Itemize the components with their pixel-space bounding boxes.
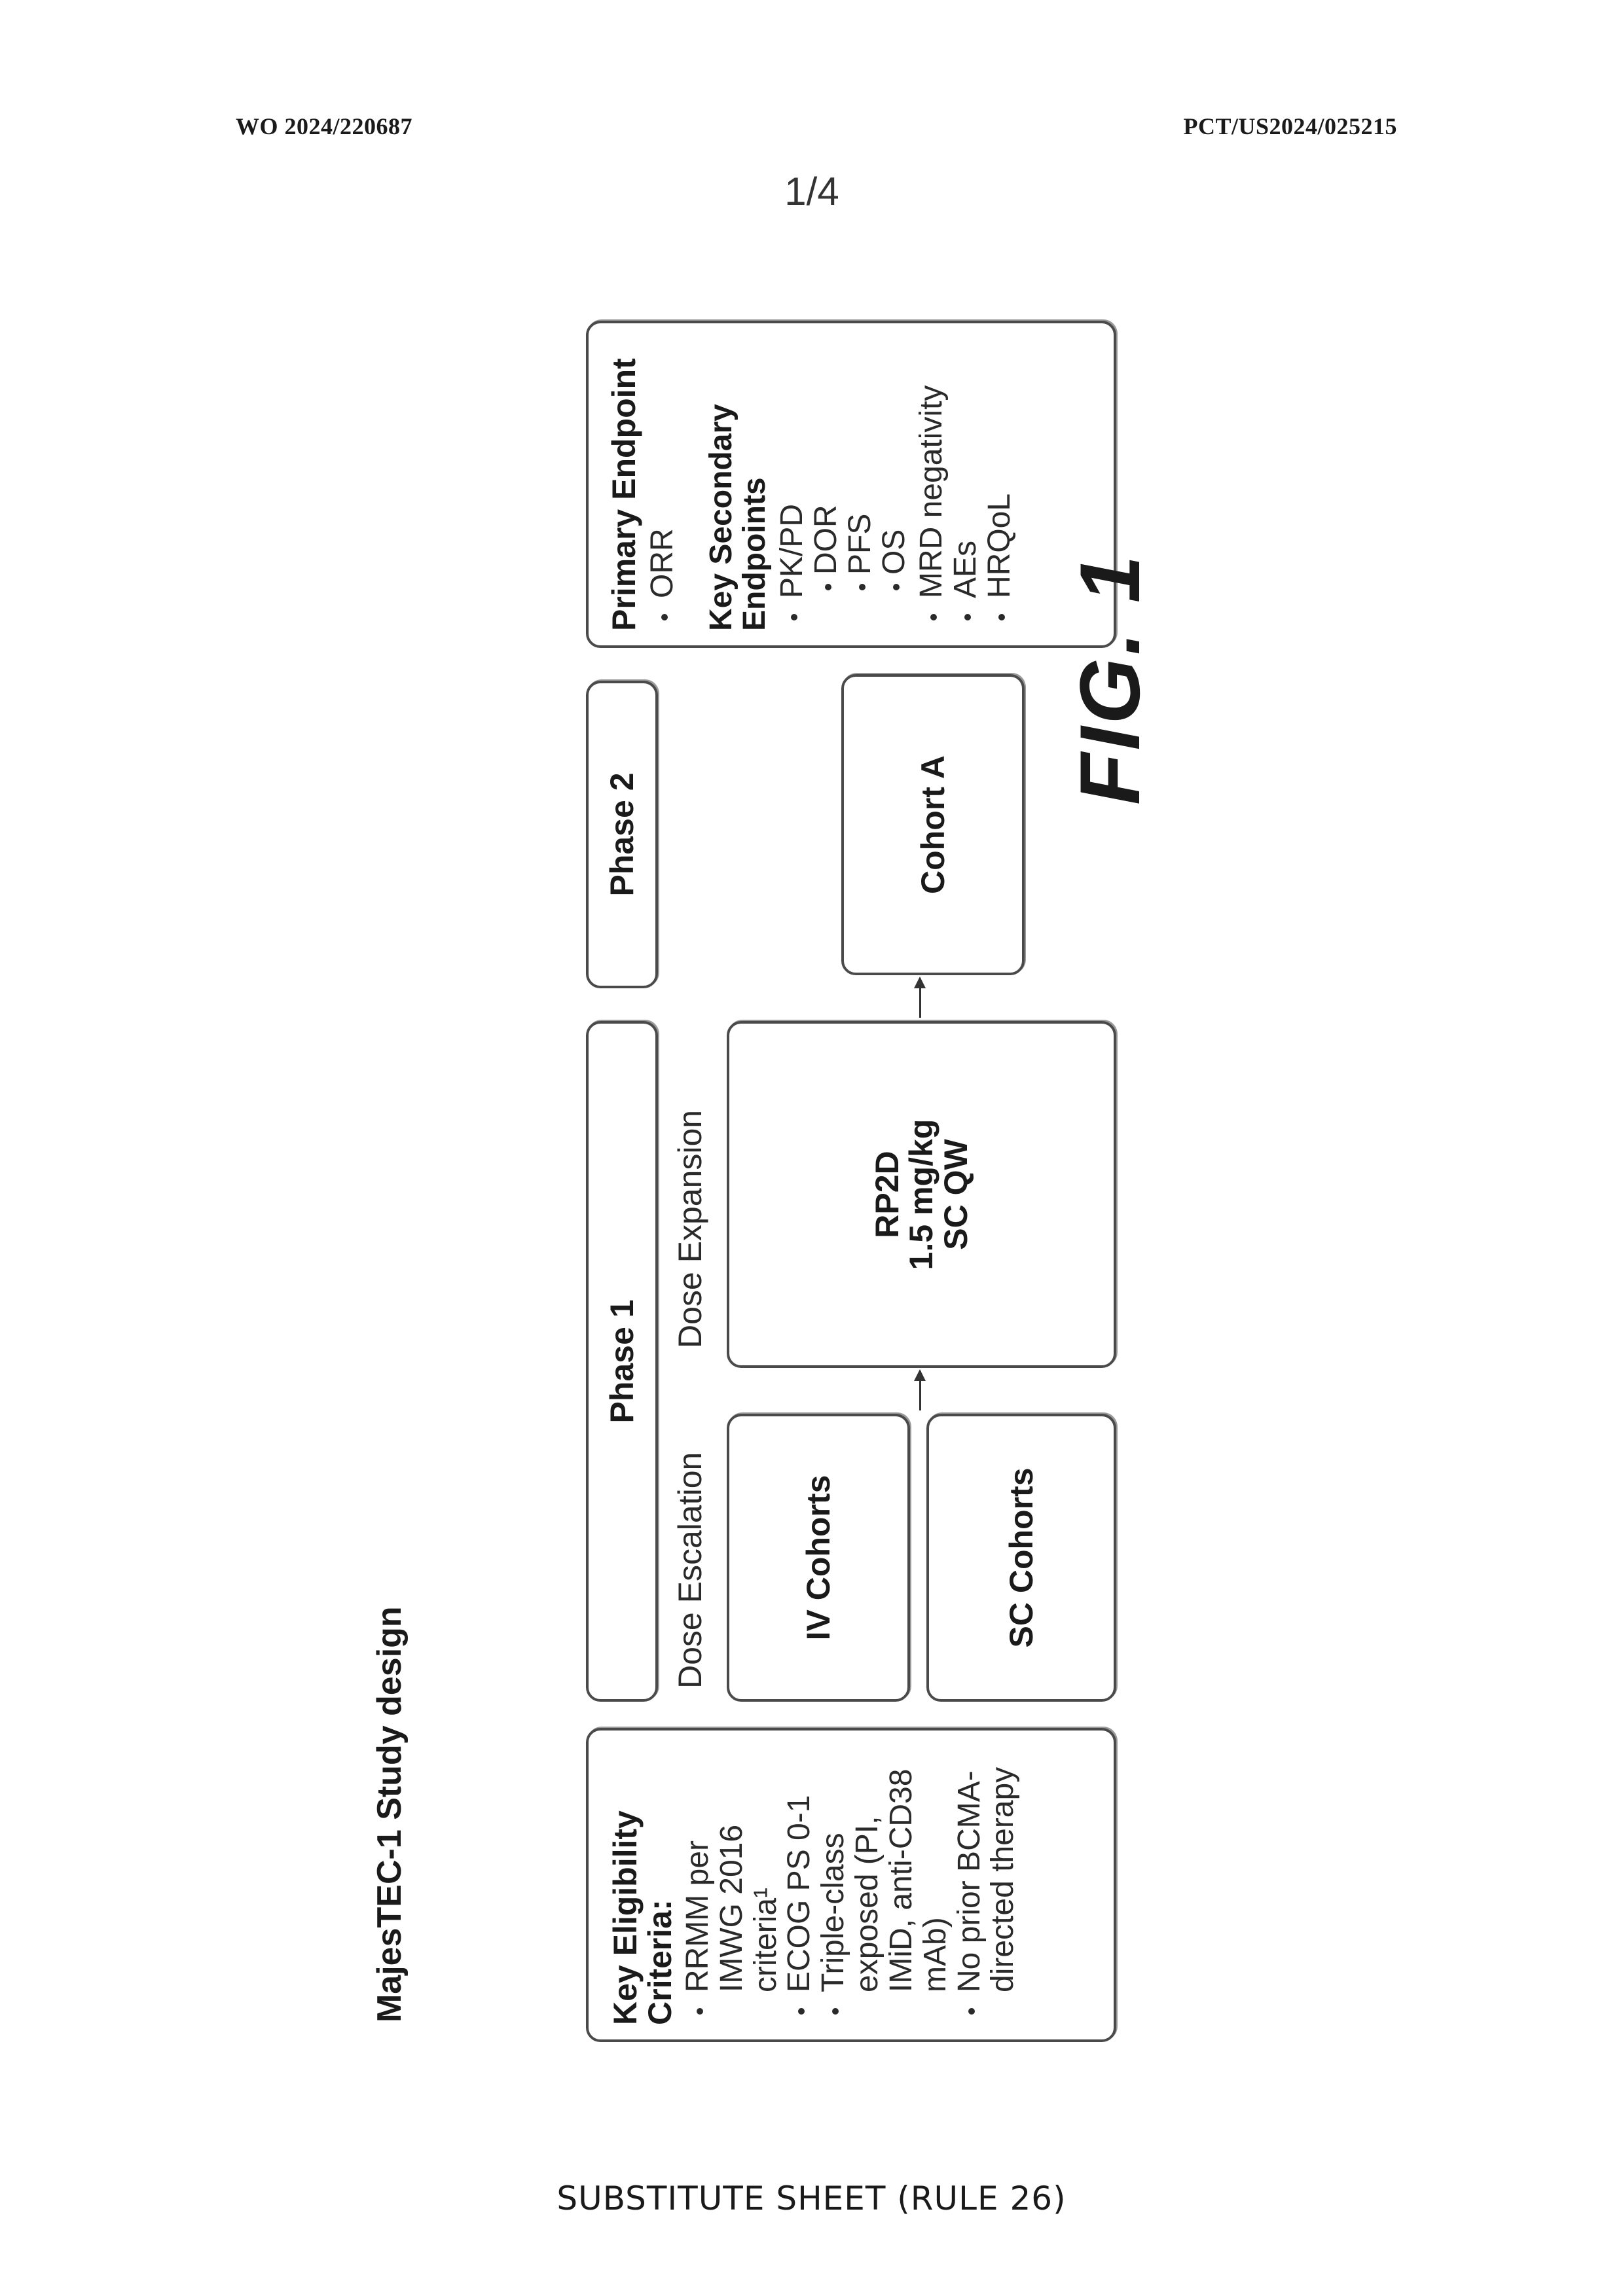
footer-text: SUBSTITUTE SHEET (RULE 26) xyxy=(0,2179,1623,2217)
arrow-to-cohort-a xyxy=(919,978,921,1018)
phase1-label: Phase 1 xyxy=(603,1300,641,1424)
eligibility-list: RRMM per IMWG 2016 criteria¹ ECOG PS 0-1… xyxy=(681,1744,1020,2025)
primary-endpoint-list: ORR xyxy=(646,336,680,631)
list-item: OS xyxy=(877,336,911,601)
secondary-endpoint-list: PK/PD xyxy=(775,336,809,631)
endpoints-box: Primary Endpoint ORR Key Secondary Endpo… xyxy=(586,321,1116,648)
rp2d-dose: 1.5 mg/kg xyxy=(904,1119,939,1270)
list-item: ECOG PS 0-1 xyxy=(782,1744,816,2025)
list-item: AEs xyxy=(949,336,983,631)
cohort-a-box: Cohort A xyxy=(841,674,1025,975)
phase2-bar: Phase 2 xyxy=(586,681,658,988)
secondary-endpoint-list-2: MRD negativity AEs HRQoL xyxy=(915,336,1016,631)
list-item: MRD negativity xyxy=(915,336,949,631)
list-item: RRMM per IMWG 2016 criteria¹ xyxy=(681,1744,782,2025)
rp2d-label: RP2D xyxy=(870,1119,905,1270)
rp2d-box: RP2D 1.5 mg/kg SC QW xyxy=(727,1021,1116,1368)
arrow-to-rp2d xyxy=(919,1371,921,1410)
list-item: ORR xyxy=(646,336,680,631)
list-item: No prior BCMA-directed therapy xyxy=(953,1744,1021,2025)
primary-endpoint-title: Primary Endpoint xyxy=(607,336,642,631)
eligibility-box: Key Eligibility Criteria: RRMM per IMWG … xyxy=(586,1728,1116,2042)
pkpd-sublist: DOR PFS OS xyxy=(809,336,911,631)
sc-cohorts-label: SC Cohorts xyxy=(1004,1468,1039,1648)
figure-title: MajesTEC-1 Study design xyxy=(370,1606,409,2022)
study-design-figure: MajesTEC-1 Study design Key Eligibility … xyxy=(354,367,1178,2042)
secondary-endpoints-title: Key Secondary Endpoints xyxy=(705,336,771,631)
figure-label: FIG. 1 xyxy=(1061,553,1159,805)
publication-number: WO 2024/220687 xyxy=(236,113,412,140)
phase1-bar: Phase 1 xyxy=(586,1021,658,1702)
list-item: HRQoL xyxy=(983,336,1017,631)
list-item: PFS xyxy=(843,336,877,601)
phase2-label: Phase 2 xyxy=(603,773,641,897)
eligibility-title: Key Eligibility Criteria: xyxy=(608,1744,677,2025)
iv-cohorts-label: IV Cohorts xyxy=(801,1475,836,1641)
dose-expansion-label: Dose Expansion xyxy=(671,1110,709,1348)
sc-cohorts-box: SC Cohorts xyxy=(926,1414,1116,1702)
sheet-number: 1/4 xyxy=(773,169,851,214)
dose-escalation-label: Dose Escalation xyxy=(671,1452,709,1689)
application-number: PCT/US2024/025215 xyxy=(1183,113,1397,140)
list-item: Triple-class exposed (PI, IMiD, anti-CD3… xyxy=(816,1744,952,2025)
rp2d-route: SC QW xyxy=(939,1119,974,1270)
cohort-a-label: Cohort A xyxy=(916,755,951,894)
iv-cohorts-box: IV Cohorts xyxy=(727,1414,910,1702)
list-item: DOR xyxy=(809,336,843,601)
pkpd-label: PK/PD xyxy=(775,504,809,598)
list-item: PK/PD xyxy=(775,336,809,631)
